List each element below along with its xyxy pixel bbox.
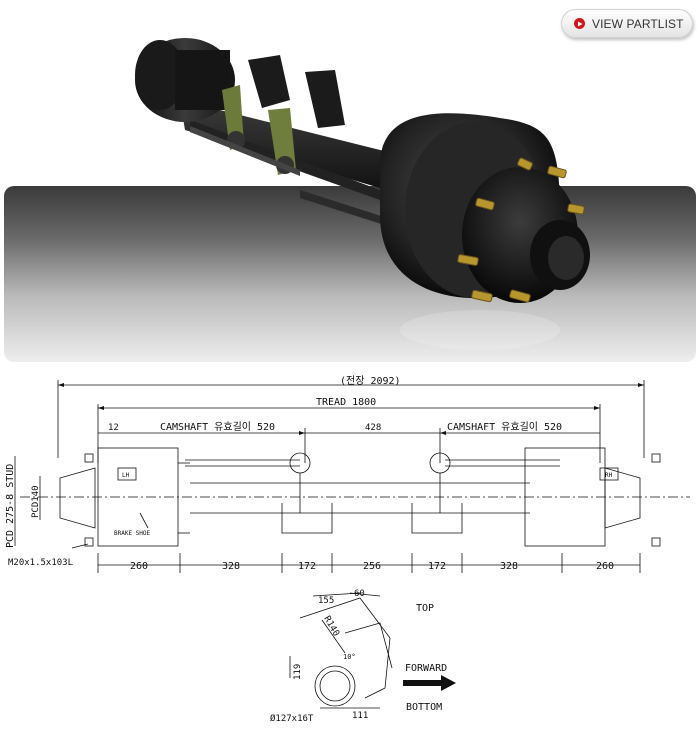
bottom-dim: 172 <box>428 561 446 572</box>
detail-dim-155: 155 <box>318 596 334 606</box>
detail-angle: 10° <box>343 653 356 661</box>
pcd-140-label: PCD140 <box>31 485 41 518</box>
brake-shoe-label: BRAKE SHOE <box>114 530 151 537</box>
bottom-dim: 260 <box>596 561 614 572</box>
detail-forward-label: FORWARD <box>405 663 447 674</box>
axle-technical-drawing: (전장 2092) TREAD 1800 12 CAMSHAFT 유효길이 52… <box>5 375 690 724</box>
play-icon <box>574 18 585 29</box>
hub-left-label: LH <box>122 472 130 479</box>
bottom-dim: 172 <box>298 561 316 572</box>
dim-428-label: 428 <box>365 423 381 433</box>
detail-dim-111: 111 <box>352 711 368 721</box>
bottom-dim: 328 <box>500 561 518 572</box>
detail-dim-60: 60 <box>354 589 365 599</box>
detail-dim-119: 119 <box>293 664 303 680</box>
camshaft-left-label: CAMSHAFT 유효길이 520 <box>160 420 275 433</box>
bottom-dim: 256 <box>363 561 381 572</box>
spring-bracket-right <box>305 70 345 128</box>
bottom-dimensions: 260 328 172 256 172 328 260 <box>130 561 614 572</box>
bottom-dim: 328 <box>222 561 240 572</box>
hub-right-label: RH <box>605 472 613 479</box>
detail-radius: R140 <box>321 615 341 639</box>
camshaft-right-label: CAMSHAFT 유효길이 520 <box>447 420 562 433</box>
detail-bottom-label: BOTTOM <box>406 702 442 713</box>
detail-tube: Ø127x16T <box>270 713 314 724</box>
stud-spec-label: M20x1.5x103L <box>8 558 73 568</box>
tread-label: TREAD 1800 <box>316 397 376 408</box>
axle-photo <box>135 38 590 350</box>
detail-top-label: TOP <box>416 603 434 614</box>
view-partlist-button[interactable]: VIEW PARTLIST <box>561 9 693 38</box>
bottom-dim: 260 <box>130 561 148 572</box>
wheel-studs <box>457 157 585 303</box>
pcd-stud-label: PCD 275-8 STUD <box>5 464 16 548</box>
forward-arrow-icon <box>403 675 456 691</box>
view-partlist-label: VIEW PARTLIST <box>592 16 684 31</box>
overall-length-label: (전장 2092) <box>340 375 401 387</box>
spring-bracket-left <box>248 55 290 108</box>
dim-12-label: 12 <box>108 423 119 433</box>
